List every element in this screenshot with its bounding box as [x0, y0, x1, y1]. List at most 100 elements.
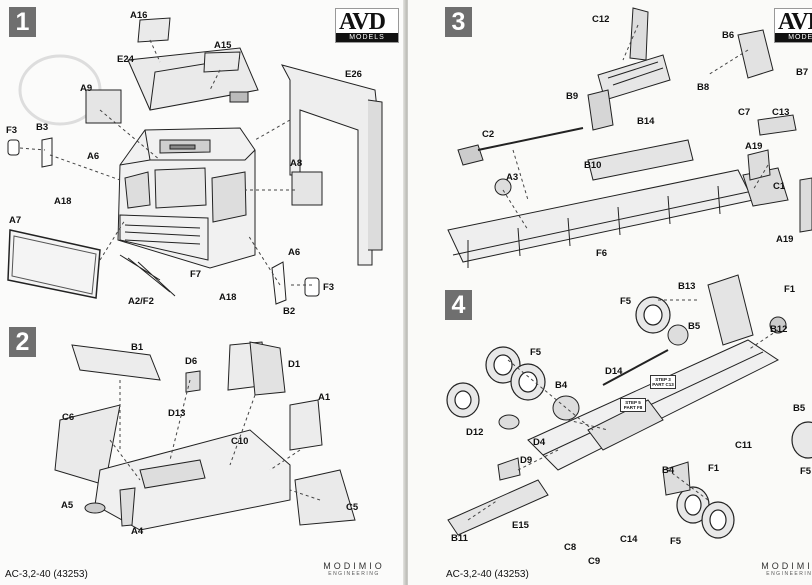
- part-label-d9: D9: [520, 455, 533, 466]
- part-label-f1-upper: F1: [784, 284, 796, 295]
- modimio-brand-left: MODIMIO ENGINEERING: [312, 561, 396, 577]
- part-label-b8: B8: [697, 82, 710, 93]
- part-label-b6: B6: [722, 30, 735, 41]
- avd-models-logo: AVD MODELS: [335, 8, 399, 43]
- gear-a3: [494, 178, 512, 196]
- engine-drawing: [587, 7, 671, 131]
- hub-b5: [667, 324, 689, 346]
- step-number-2: 2: [9, 327, 36, 357]
- right-page-drawings: [446, 7, 812, 539]
- cross-reference-step5-f8: STEP 5 PART F8: [620, 398, 646, 412]
- part-label-a1: A1: [318, 392, 331, 403]
- part-label-e15: E15: [512, 520, 529, 531]
- part-label-a18-lower: A18: [219, 292, 237, 303]
- step-number-1: 1: [9, 7, 36, 37]
- part-label-f1-lower: F1: [708, 463, 720, 474]
- part-label-c14: C14: [620, 534, 638, 545]
- part-label-c10: C10: [231, 436, 249, 447]
- part-label-a5: A5: [61, 500, 74, 511]
- part-label-b13: B13: [678, 281, 696, 292]
- part-label-c7: C7: [738, 107, 751, 118]
- chassis-frame-drawing: [447, 139, 812, 268]
- part-label-f3-left: F3: [6, 125, 18, 136]
- mirror-bracket-b2: [271, 261, 287, 305]
- part-label-a19-upper: A19: [745, 141, 763, 152]
- part-label-a8: A8: [290, 158, 303, 169]
- left-assembly-lines: [19, 39, 321, 501]
- part-label-a9: A9: [80, 83, 93, 94]
- part-d9: [497, 457, 521, 481]
- part-label-e24: E24: [117, 54, 134, 65]
- lever-d6: [185, 370, 201, 393]
- brand-name-right: MODIMIO: [761, 561, 812, 571]
- mirror-glass-f3b: [304, 277, 320, 297]
- part-label-b7: B7: [796, 67, 809, 78]
- part-label-d4: D4: [533, 437, 546, 448]
- part-label-a6-lower: A6: [288, 247, 301, 258]
- dashboard-b1: [71, 344, 161, 381]
- cab-drawing: [117, 127, 256, 269]
- seat-a1: [289, 399, 323, 451]
- part-label-b5-lower: B5: [793, 403, 806, 414]
- steering-box-c2: [457, 144, 484, 166]
- part-label-b9: B9: [566, 91, 579, 102]
- part-label-a19-lower: A19: [776, 234, 794, 245]
- logo-main-text-right: AVD: [778, 9, 812, 35]
- modimio-brand-right: MODIMIO ENGINEERING: [750, 561, 812, 577]
- part-label-c6: C6: [62, 412, 75, 423]
- windscreen-a7: [7, 229, 101, 299]
- part-label-b1: B1: [131, 342, 144, 353]
- part-label-c11: C11: [735, 440, 752, 451]
- roof-spoiler-drawing: [127, 17, 259, 111]
- part-label-f5-right: F5: [800, 466, 812, 477]
- right-page: 3 4 AVD MODELS STEP 3 PART C13 STEP 5 PA…: [408, 0, 812, 585]
- part-label-b14: B14: [637, 116, 655, 127]
- part-label-c1: C1: [773, 181, 786, 192]
- part-label-b2: B2: [283, 306, 296, 317]
- part-c13: [757, 114, 797, 136]
- part-label-b5-upper: B5: [688, 321, 701, 332]
- logo-sub-text-right: MODELS: [775, 33, 812, 42]
- part-label-d1: D1: [288, 359, 301, 370]
- part-label-d14: D14: [605, 366, 623, 377]
- part-d12: [498, 414, 520, 430]
- left-page-drawings: [7, 17, 383, 531]
- part-label-c12: C12: [592, 14, 610, 25]
- step-number-3: 3: [445, 7, 472, 37]
- part-label-f3-right: F3: [323, 282, 335, 293]
- steering-a4: [119, 487, 136, 527]
- wipers-a2: [119, 254, 176, 297]
- left-page: 1 2 AVD MODELS A16 A15 E24 E26 A9 F3 B3 …: [0, 0, 405, 585]
- part-label-f5-bottom: F5: [670, 536, 682, 547]
- logo-main-text: AVD: [339, 9, 386, 35]
- part-label-b12: B12: [770, 324, 788, 335]
- rear-frame-drawing: [281, 64, 383, 266]
- part-label-a7: A7: [9, 215, 22, 226]
- mirror-glass-f3: [7, 139, 20, 156]
- part-label-f5-left: F5: [530, 347, 542, 358]
- brand-sub-left: ENGINEERING: [328, 571, 380, 577]
- driveshaft-d14: [602, 349, 669, 386]
- lower-chassis-drawing: [447, 274, 779, 536]
- wheel-arch-c5: [294, 469, 356, 526]
- window-a8: [291, 171, 323, 206]
- kit-code-left: AC-3,2-40 (43253): [5, 569, 88, 580]
- part-label-b10: B10: [584, 160, 602, 171]
- part-label-b4-lower: B4: [662, 465, 675, 476]
- part-label-f7: F7: [190, 269, 202, 280]
- part-label-c5: C5: [346, 502, 359, 513]
- part-label-f5-top: F5: [620, 296, 632, 307]
- part-b12: [769, 316, 787, 334]
- brand-name-left: MODIMIO: [323, 561, 385, 571]
- part-label-c2: C2: [482, 129, 495, 140]
- battery-a19: [747, 149, 771, 181]
- part-label-c8: C8: [564, 542, 577, 553]
- radiator-b6: [737, 29, 774, 79]
- badge-a5: [84, 502, 106, 514]
- part-label-a4: A4: [131, 526, 144, 537]
- step-number-4: 4: [445, 290, 472, 320]
- part-label-b11: B11: [451, 533, 468, 544]
- hub-b4-lower: [662, 461, 691, 496]
- part-label-b4-upper: B4: [555, 380, 568, 391]
